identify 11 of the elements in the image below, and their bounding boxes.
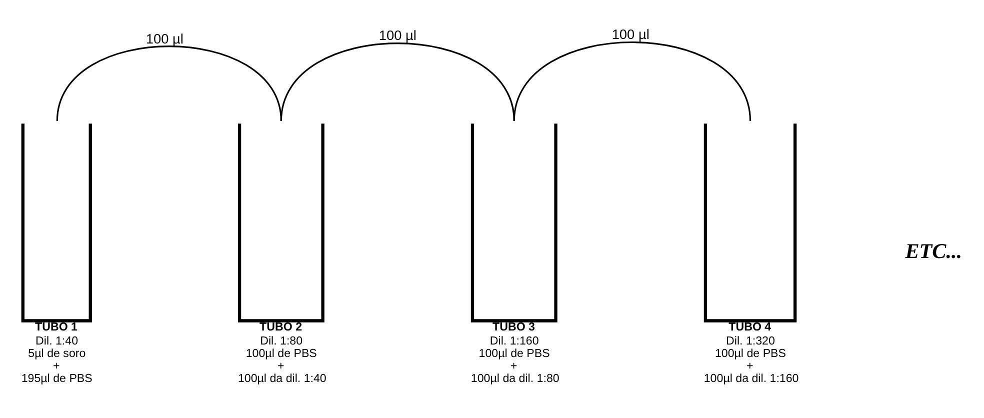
label: ETC... [905,239,962,264]
connector [513,42,752,122]
node-text: TUBO 3 Dil. 1:160 100µl de PBS + 100µl da dil. 1:80 [470,322,560,386]
connector [56,46,282,122]
node-text: TUBO 4 Dil. 1:320 100µl de PBS + 100µl da dil. 1:160 [704,322,799,386]
edge-label: 100 µl [612,27,650,42]
node-text: TUBO 1 Dil. 1:40 5µl de soro + 195µl de PBS [21,322,92,386]
connector [280,42,515,122]
edge-label: 100 µl [146,31,184,46]
edge-label: 100 µl [378,28,416,44]
node-text: TUBO 2 Dil. 1:80 100µl de PBS + 100µl da dil. 1:40 [238,322,326,386]
